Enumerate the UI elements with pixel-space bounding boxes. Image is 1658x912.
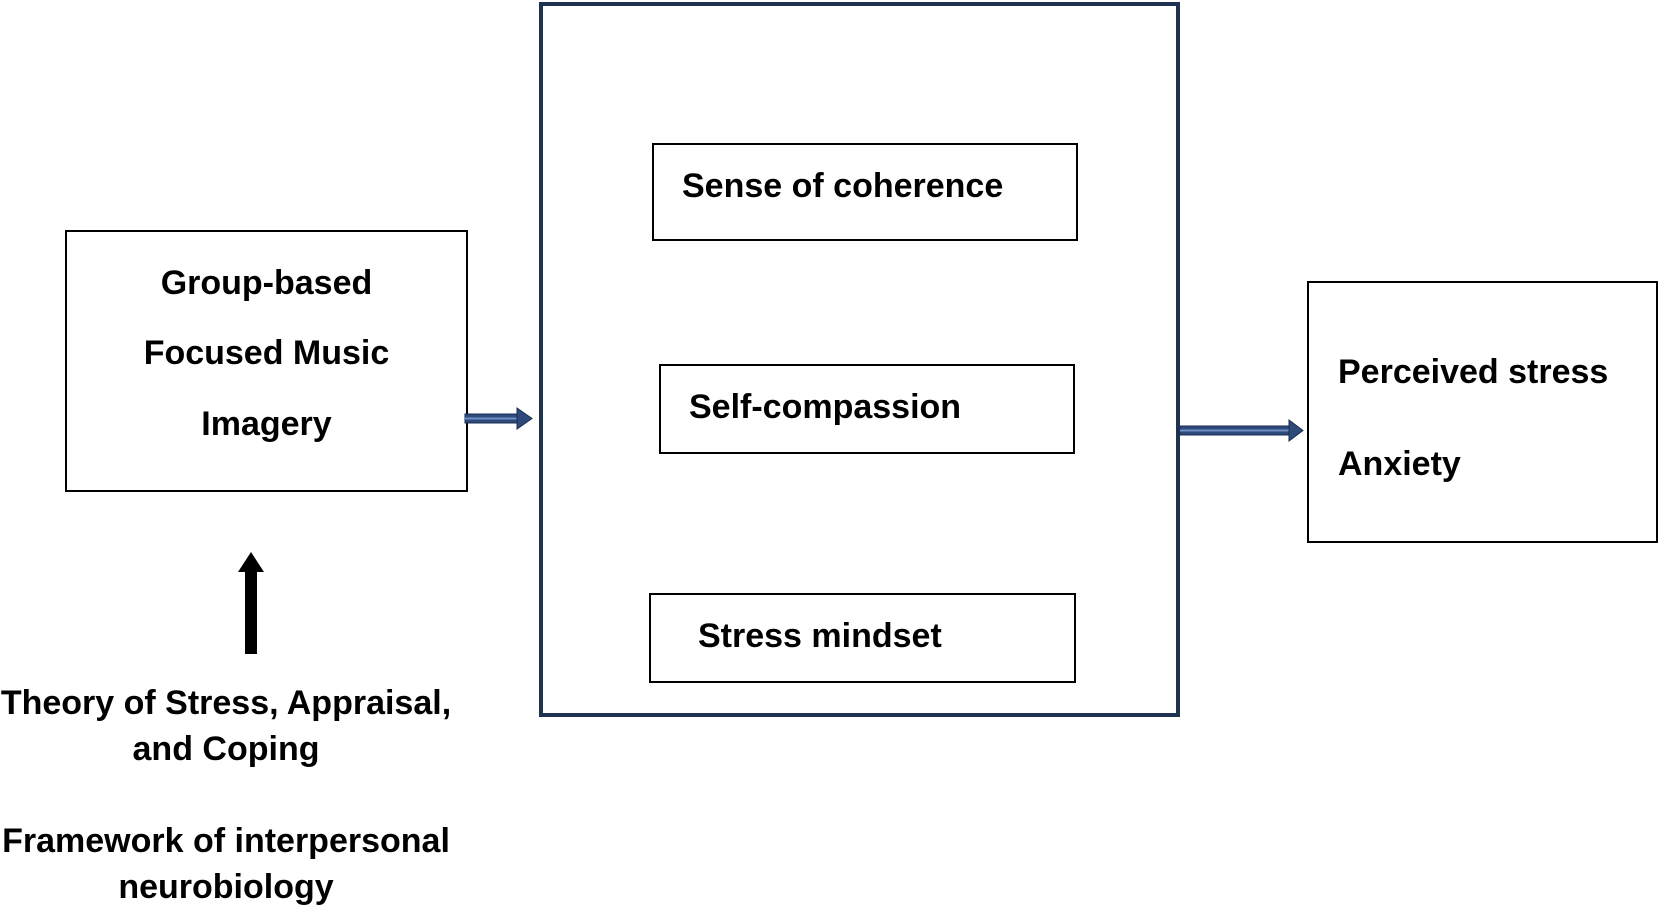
mediator-box-self-compassion: Self-compassion: [659, 364, 1075, 454]
outcome-label-anxiety: Anxiety: [1338, 445, 1461, 483]
intervention-label-line-2: Focused Music: [143, 334, 390, 372]
outcome-label-perceived-stress: Perceived stress: [1338, 353, 1609, 391]
mediator-label-self-compassion: Self-compassion: [689, 388, 962, 426]
theory-interpersonal-neurobiology: Framework of interpersonal neurobiology: [0, 818, 452, 910]
mediator-label-stress-mindset: Stress mindset: [698, 617, 942, 655]
theory-stress-line-2: and Coping: [132, 730, 320, 768]
theory-stress-appraisal-coping: Theory of Stress, Appraisal, and Coping: [0, 680, 452, 772]
mediator-box-stress-mindset: Stress mindset: [649, 593, 1076, 683]
intervention-label-line-1: Group-based: [160, 264, 373, 302]
theory-interpersonal-line-1: Framework of interpersonal: [2, 822, 450, 860]
theory-interpersonal-line-2: neurobiology: [118, 868, 334, 906]
intervention-box: Group-based Focused Music Imagery: [65, 230, 468, 492]
intervention-label-line-3: Imagery: [201, 405, 332, 443]
arrow-theory-to-intervention: [238, 552, 264, 654]
outcome-box: Perceived stress Anxiety: [1307, 281, 1658, 543]
theory-stress-line-1: Theory of Stress, Appraisal,: [0, 684, 452, 722]
mediator-label-sense-of-coherence: Sense of coherence: [682, 167, 1004, 205]
arrow-intervention-to-mediators: [464, 407, 533, 430]
mediator-box-sense-of-coherence: Sense of coherence: [652, 143, 1078, 241]
arrow-mediators-to-outcomes: [1179, 419, 1304, 442]
